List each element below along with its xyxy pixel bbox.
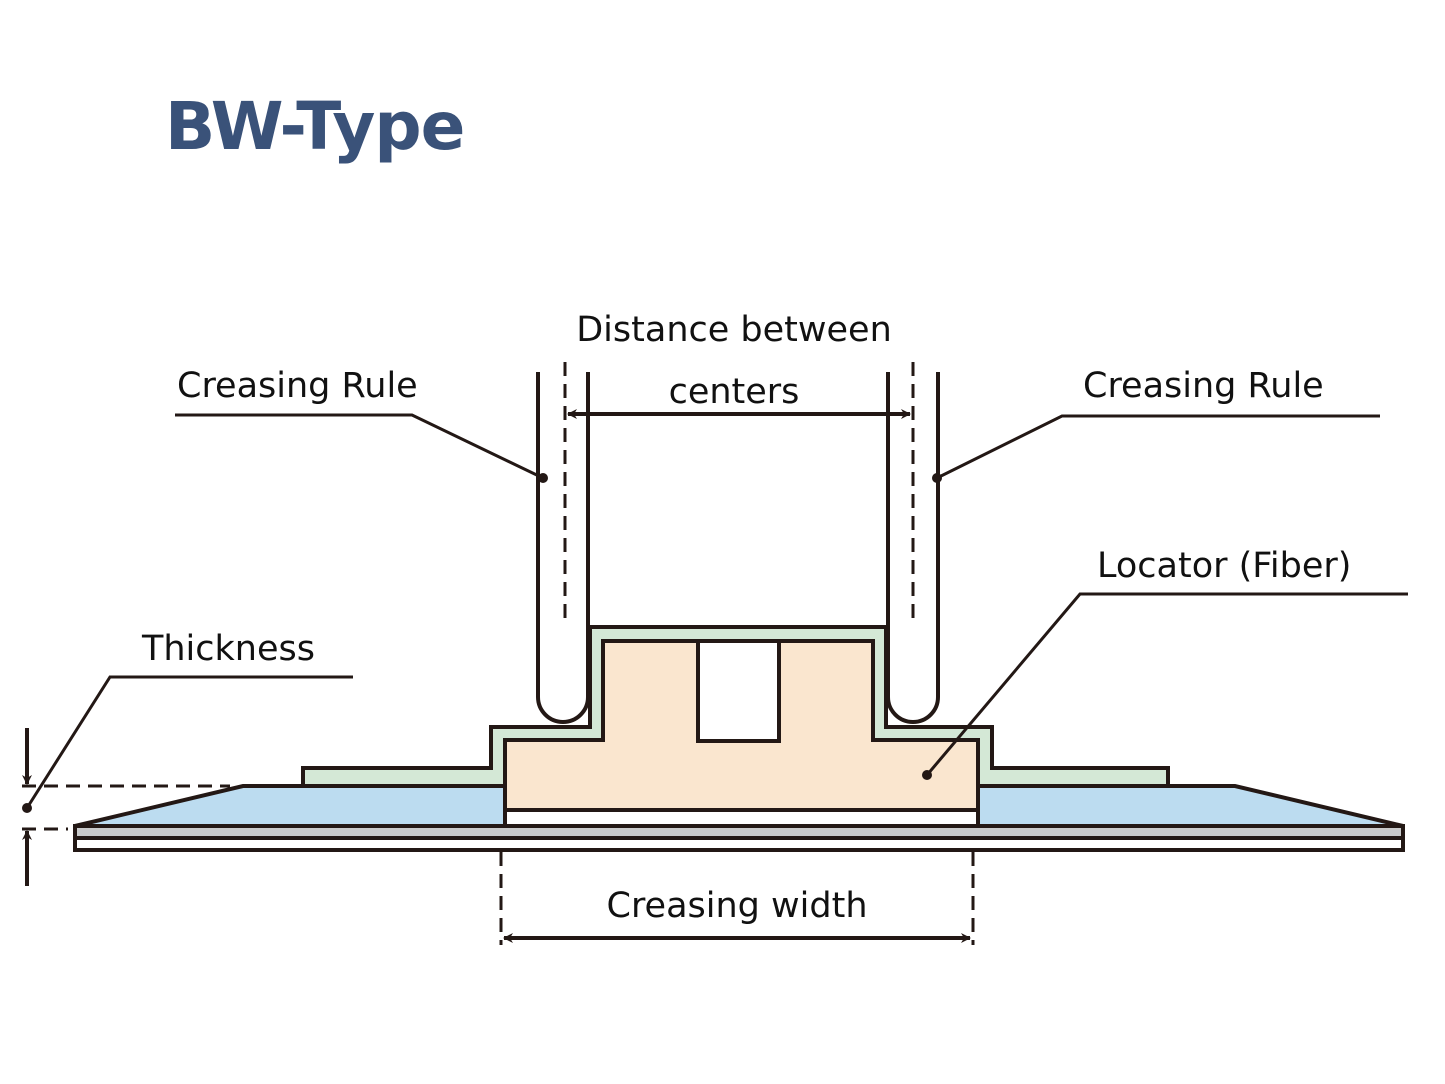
label-distance-line2: centers bbox=[669, 372, 800, 412]
leader-dot-rule-right bbox=[932, 473, 942, 483]
creasing-rule-left bbox=[536, 372, 590, 724]
leader-creasing-rule-left bbox=[175, 413, 544, 480]
label-distance-line1: Distance between bbox=[576, 310, 892, 350]
label-creasing-width: Creasing width bbox=[607, 886, 868, 926]
leader-creasing-rule-right bbox=[936, 414, 1380, 480]
label-thickness: Thickness bbox=[141, 629, 315, 669]
label-creasing-rule-right: Creasing Rule bbox=[1083, 366, 1324, 406]
locator-base-strip bbox=[503, 808, 980, 828]
locator-groove bbox=[696, 639, 781, 743]
leader-dot-rule-left bbox=[538, 473, 548, 483]
leader-dot-thickness bbox=[22, 803, 32, 813]
label-creasing-rule-left: Creasing Rule bbox=[177, 366, 418, 406]
leader-thickness bbox=[25, 675, 353, 809]
diagram-title: BW-Type bbox=[165, 88, 465, 165]
label-locator: Locator (Fiber) bbox=[1097, 546, 1351, 586]
leader-dot-locator bbox=[922, 770, 932, 780]
leader-locator bbox=[925, 592, 1408, 776]
